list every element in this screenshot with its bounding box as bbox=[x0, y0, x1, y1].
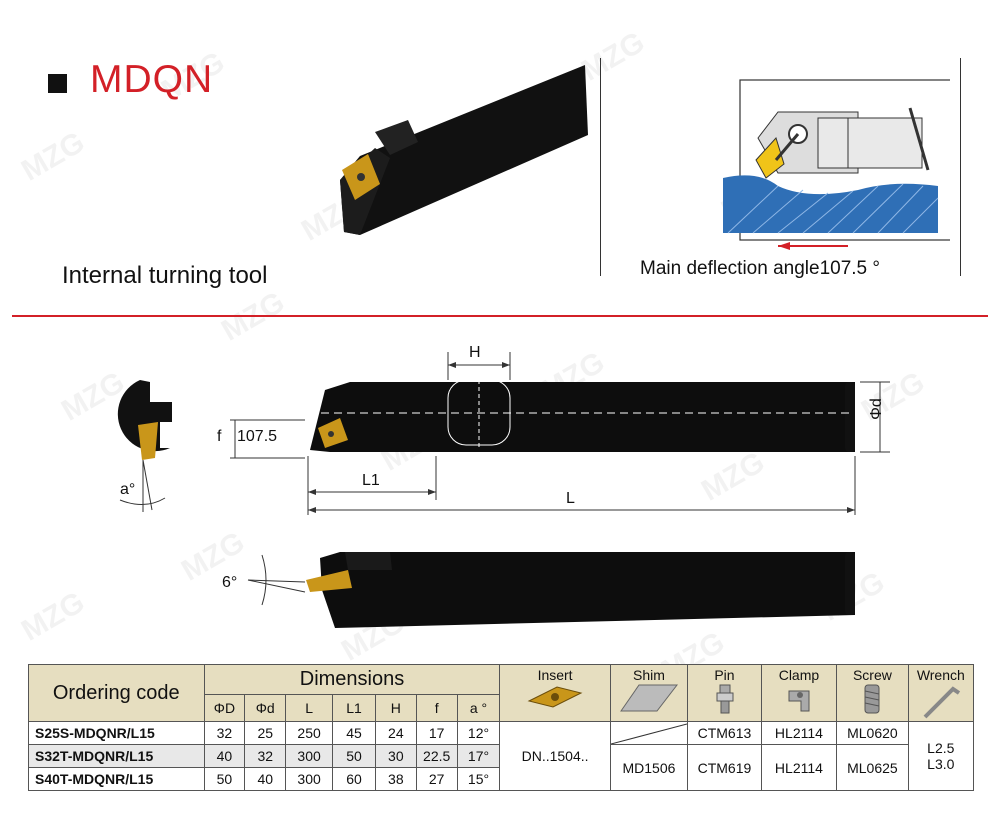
value-H: 30 bbox=[374, 744, 417, 768]
value-L1: 60 bbox=[332, 767, 376, 791]
tool-photo bbox=[340, 65, 588, 235]
value-L: 250 bbox=[285, 721, 334, 745]
clamp-value-1: HL2114 bbox=[760, 721, 838, 745]
value-phiD: 50 bbox=[203, 767, 246, 791]
table-row: S25S-MDQNR/L15 32 25 250 45 24 17 12° DN… bbox=[28, 721, 975, 791]
value-L: 300 bbox=[285, 744, 334, 768]
screw-value-2: ML0625 bbox=[836, 744, 909, 791]
clamp-label: Clamp bbox=[778, 667, 820, 683]
spec-table: Ordering code Dimensions Insert Shim Pin bbox=[28, 664, 975, 791]
ordering-code: S25S-MDQNR/L15 bbox=[28, 721, 205, 745]
table-row: S40T-MDQNR/L15 50 40 300 60 38 27 15° bbox=[28, 767, 974, 791]
clamp-icon bbox=[788, 690, 810, 712]
value-L1: 45 bbox=[332, 721, 376, 745]
dim-label-f: f bbox=[217, 428, 222, 445]
dim-label-l: L bbox=[566, 490, 575, 507]
value-f: 17 bbox=[415, 721, 458, 745]
title-bullet bbox=[48, 74, 67, 93]
wrench-value-2: L3.0 bbox=[927, 756, 955, 772]
value-a: 17° bbox=[456, 744, 501, 768]
screw-label: Screw bbox=[852, 667, 892, 683]
divider-left bbox=[600, 58, 601, 276]
diagram-caption: Main deflection angle107.5 ° bbox=[640, 258, 880, 279]
value-L1: 50 bbox=[332, 744, 376, 768]
pin-header: Pin bbox=[687, 664, 762, 722]
clamp-value-2: HL2114 bbox=[760, 744, 838, 791]
wrench-header: Wrench bbox=[907, 664, 975, 722]
pin-value-1: CTM613 bbox=[687, 721, 762, 745]
insert-value: DN..1504.. bbox=[499, 721, 611, 791]
value-H: 24 bbox=[374, 721, 417, 745]
value-L: 300 bbox=[285, 767, 334, 791]
value-a: 15° bbox=[456, 767, 501, 791]
wrench-value-1: L2.5 bbox=[927, 740, 955, 756]
value-phiD: 32 bbox=[203, 721, 246, 745]
insert-header: Insert bbox=[499, 664, 611, 722]
shim-value: MD1506 bbox=[609, 744, 689, 791]
value-phid: 40 bbox=[244, 767, 287, 791]
screw-header: Screw bbox=[836, 664, 909, 722]
technical-drawing bbox=[117, 352, 890, 628]
value-phid: 32 bbox=[244, 744, 287, 768]
wrench-icon bbox=[923, 686, 960, 719]
ordering-code-header: Ordering code bbox=[28, 664, 205, 722]
value-phiD: 40 bbox=[203, 744, 246, 768]
pin-value-2: CTM619 bbox=[687, 744, 762, 791]
shim-label: Shim bbox=[632, 667, 665, 683]
dimensions-header: Dimensions bbox=[203, 664, 501, 695]
dim-col-a: a ° bbox=[456, 693, 501, 723]
divider-right bbox=[960, 58, 961, 276]
dim-label-phid: Φd bbox=[867, 398, 885, 420]
value-f: 27 bbox=[415, 767, 458, 791]
ordering-code: S40T-MDQNR/L15 bbox=[28, 767, 205, 791]
pin-label: Pin bbox=[714, 667, 735, 683]
ordering-code: S32T-MDQNR/L15 bbox=[28, 744, 205, 768]
shim-icon bbox=[619, 684, 678, 712]
value-a: 12° bbox=[456, 721, 501, 745]
shim-empty-cell bbox=[609, 721, 689, 745]
section-divider bbox=[12, 315, 988, 317]
dim-label-h: H bbox=[469, 344, 481, 361]
shim-header: Shim bbox=[609, 664, 689, 722]
dim-col-L: L bbox=[285, 693, 334, 723]
dim-label-angle: 107.5 bbox=[237, 428, 278, 445]
page-subtitle: Internal turning tool bbox=[62, 262, 268, 289]
page-title: MDQN bbox=[90, 58, 214, 101]
dim-label-a: a° bbox=[120, 481, 136, 498]
dim-label-l1: L1 bbox=[362, 472, 380, 489]
insert-icon bbox=[527, 686, 583, 708]
clamp-header: Clamp bbox=[760, 664, 838, 722]
value-phid: 25 bbox=[244, 721, 287, 745]
value-H: 38 bbox=[374, 767, 417, 791]
table-row: S32T-MDQNR/L15 40 32 300 50 30 22.5 17° … bbox=[28, 744, 974, 791]
dim-col-H: H bbox=[374, 693, 417, 723]
slash-mark bbox=[610, 723, 687, 744]
dim-col-L1: L1 bbox=[332, 693, 376, 723]
machining-diagram bbox=[723, 79, 950, 250]
wrench-label: Wrench bbox=[916, 667, 965, 683]
insert-label: Insert bbox=[537, 667, 573, 683]
dim-label-6deg: 6° bbox=[222, 574, 238, 591]
dim-col-phid: Φd bbox=[244, 693, 287, 723]
wrench-values: L2.5 L3.0 bbox=[907, 721, 975, 791]
dim-col-phiD: ΦD bbox=[203, 693, 246, 723]
screw-value-1: ML0620 bbox=[836, 721, 909, 745]
value-f: 22.5 bbox=[415, 744, 458, 768]
pin-icon bbox=[716, 684, 734, 714]
screw-icon bbox=[864, 684, 880, 714]
dim-col-f: f bbox=[415, 693, 458, 723]
watermark-text: MZG bbox=[15, 125, 91, 188]
